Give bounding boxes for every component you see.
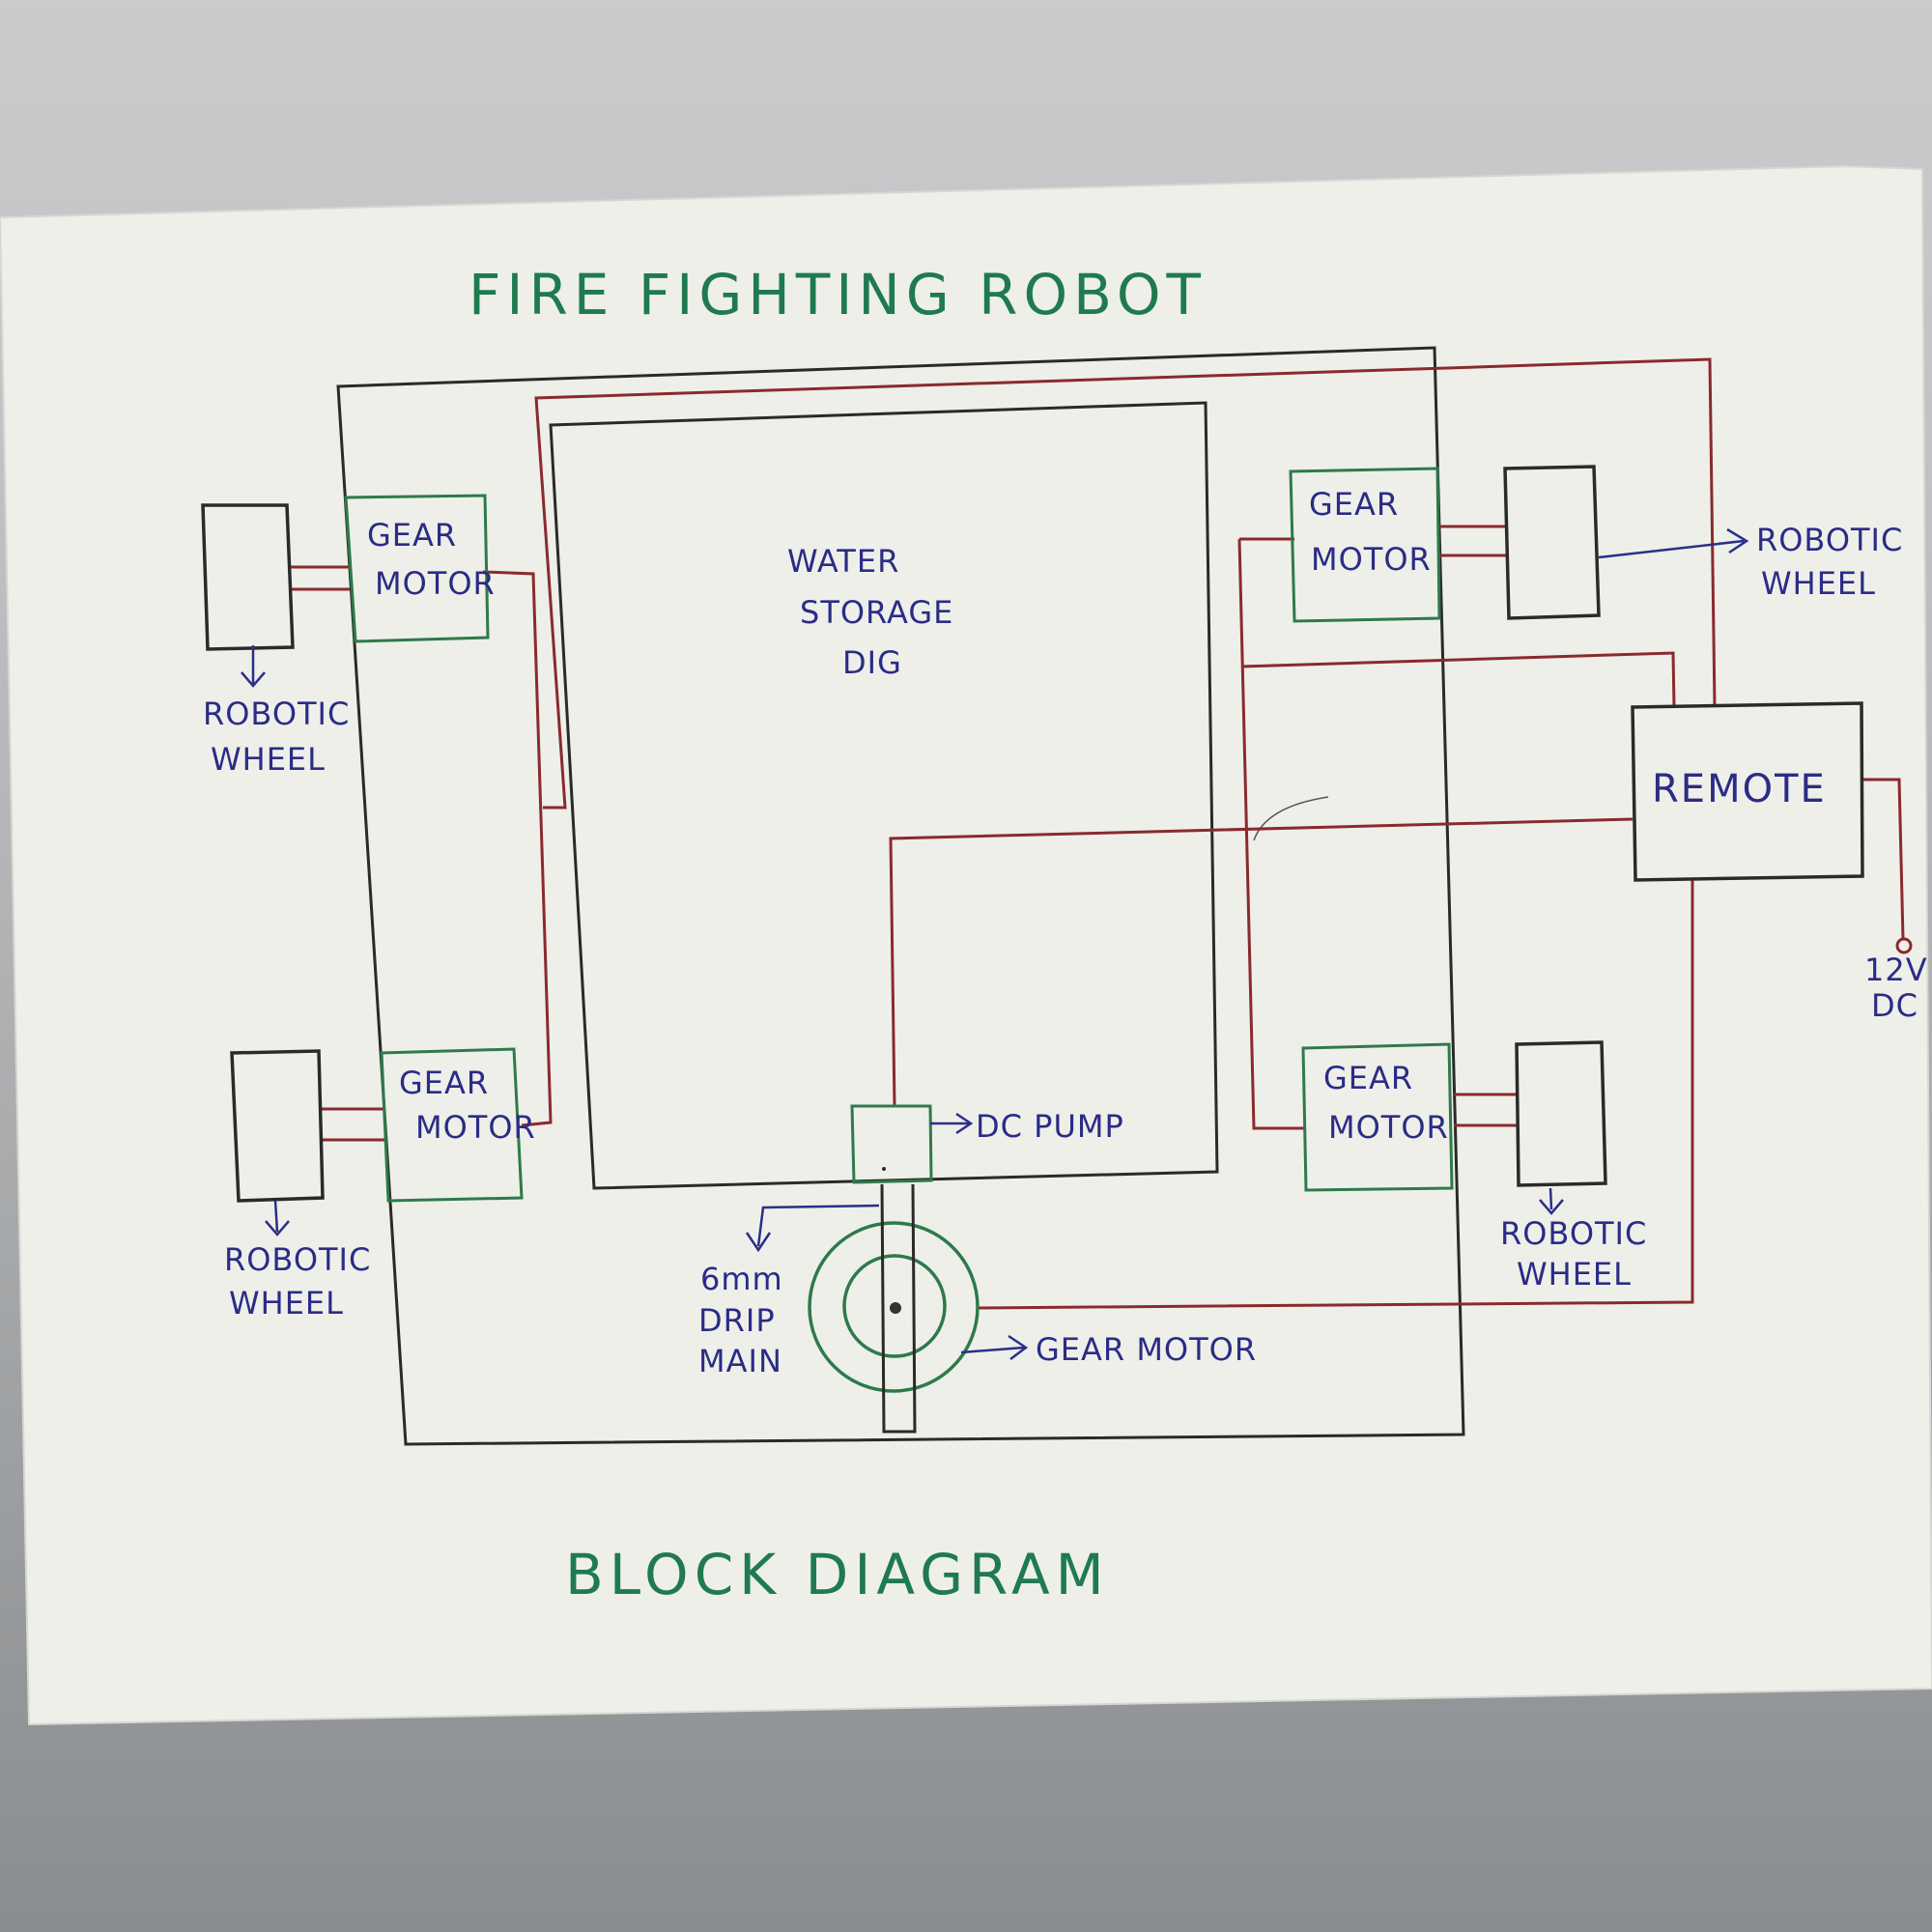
shaft-top-left: [290, 565, 350, 591]
wire-right-bus: [1237, 537, 1676, 1130]
gear-motor-label-line1: GEAR: [1309, 486, 1399, 523]
drip-label-line2: DRIP: [698, 1302, 776, 1339]
power-terminal: [1895, 937, 1913, 954]
tank-label-line1: WATER: [787, 543, 899, 580]
drip-label-line3: MAIN: [698, 1343, 782, 1379]
tank-label-line2: STORAGE: [800, 594, 953, 631]
tank-label-line3: DIG: [842, 644, 902, 681]
gear-motor-label-line1: GEAR: [1323, 1060, 1413, 1096]
diagram-title: FIRE FIGHTING ROBOT: [469, 262, 1207, 327]
robotic-wheel-top-left: ROBOTIC WHEEL: [201, 503, 350, 778]
gear-motor-label-line1: GEAR: [367, 517, 457, 554]
bottom-motor-label: GEAR MOTOR: [1036, 1331, 1257, 1368]
drip-label-line1: 6mm: [700, 1261, 783, 1297]
wheel-label-line2: WHEEL: [229, 1285, 344, 1321]
gear-motor-label-line2: MOTOR: [1311, 541, 1432, 578]
drip-main-label: 6mm DRIP MAIN: [698, 1204, 880, 1379]
diagram-caption: BLOCK DIAGRAM: [565, 1542, 1110, 1607]
bottom-gear-motor: GEAR MOTOR: [808, 1183, 1257, 1434]
pump-label: DC PUMP: [976, 1108, 1124, 1145]
wheel-label-line1: ROBOTIC: [1500, 1215, 1647, 1252]
robotic-wheel-bottom-left: ROBOTIC WHEEL: [224, 1049, 371, 1321]
gear-motor-label-line2: MOTOR: [415, 1109, 536, 1146]
remote-label: REMOTE: [1652, 767, 1827, 811]
wheel-label-line2: WHEEL: [1517, 1256, 1632, 1293]
gear-motor-top-right: GEAR MOTOR: [1289, 467, 1441, 623]
tank-pencil-mark: [1253, 796, 1329, 841]
wire-remote-power: [1862, 778, 1905, 940]
wire-remote-bottom-motor: [977, 879, 1694, 1310]
gear-motor-top-left: GEAR MOTOR: [344, 494, 496, 643]
power-label-line2: DC: [1871, 987, 1918, 1024]
gear-motor-label-line2: MOTOR: [375, 565, 496, 602]
dc-pump: DC PUMP: [850, 1104, 1124, 1184]
gear-motor-bottom-right: GEAR MOTOR: [1301, 1042, 1454, 1192]
robotic-wheel-bottom-right: ROBOTIC WHEEL: [1500, 1040, 1647, 1293]
gear-motor-bottom-left: GEAR MOTOR: [380, 1047, 536, 1203]
shaft-top-right: [1439, 525, 1507, 557]
wheel-label-line1: ROBOTIC: [224, 1241, 371, 1278]
wire-remote-pump: [889, 817, 1634, 1108]
robotic-wheel-top-right: ROBOTIC WHEEL: [1503, 465, 1903, 620]
remote-block: REMOTE: [1631, 701, 1864, 882]
wheel-label-line1: ROBOTIC: [203, 696, 350, 732]
wheel-label-line1: ROBOTIC: [1756, 522, 1903, 558]
wheel-label-line2: WHEEL: [1761, 565, 1876, 602]
wire-top-loop: [534, 357, 1717, 810]
gear-motor-label-line1: GEAR: [399, 1065, 489, 1101]
wire-top-left-motor: [482, 570, 553, 1127]
paper-sheet: [0, 164, 1932, 1726]
water-tank-box: [549, 401, 1219, 1190]
gear-motor-label-line2: MOTOR: [1328, 1109, 1449, 1146]
power-label-line1: 12V: [1864, 952, 1928, 988]
shaft-bottom-right: [1454, 1093, 1519, 1127]
wheel-label-line2: WHEEL: [211, 741, 326, 778]
shaft-bottom-left: [321, 1107, 384, 1142]
